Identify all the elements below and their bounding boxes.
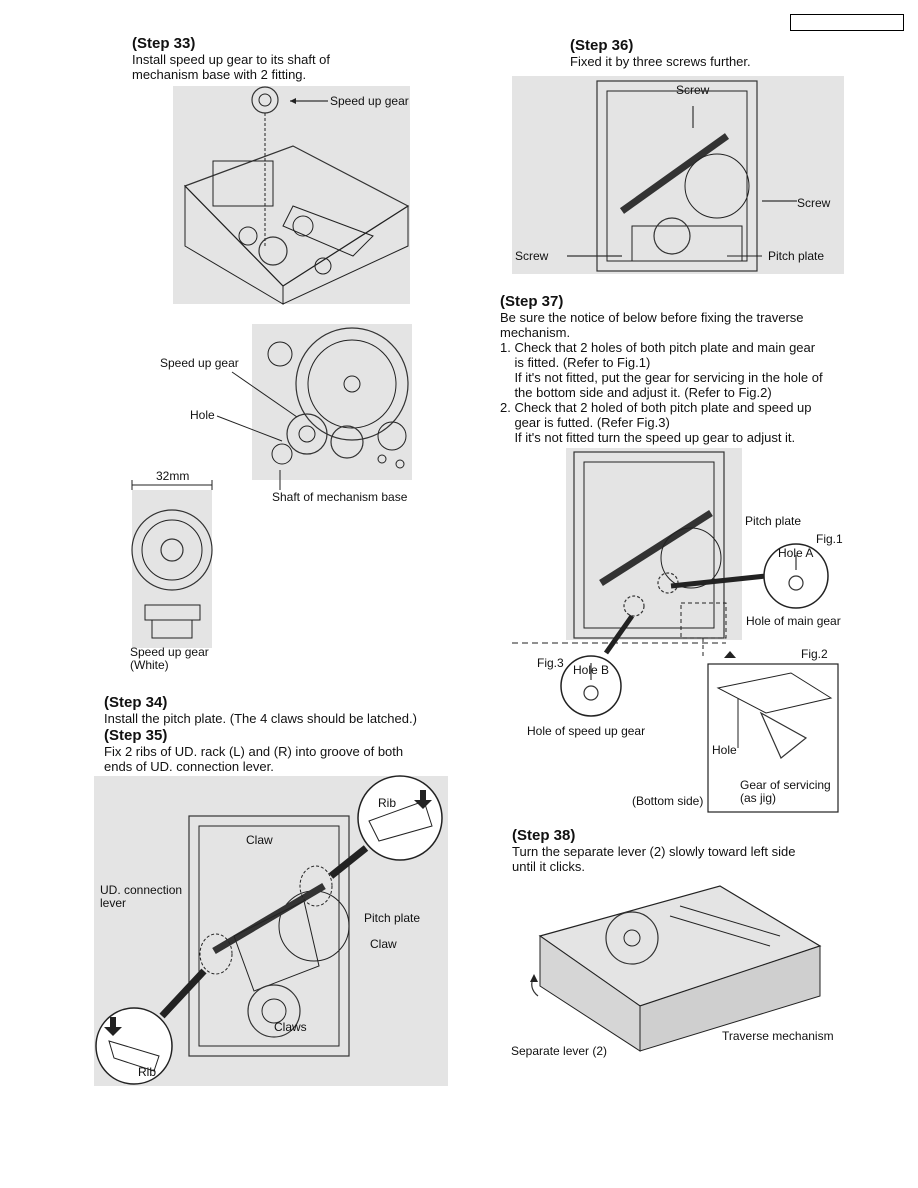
step38-line-1: Turn the separate lever (2) slowly towar…	[512, 844, 796, 859]
step33-line-1: Install speed up gear to its shaft of	[132, 52, 331, 67]
step37-line-9: If it's not fitted turn the speed up gea…	[500, 430, 796, 445]
step37-line-2: mechanism.	[500, 325, 571, 340]
screw-label-top: Screw	[676, 83, 710, 97]
step35-line-1: Fix 2 ribs of UD. rack (L) and (R) into …	[104, 744, 404, 759]
gear-of-servicing-label: Gear of servicing	[740, 778, 831, 792]
pitch-plate-label-36: Pitch plate	[768, 249, 825, 263]
step37-line-4: is fitted. (Refer to Fig.1)	[500, 355, 651, 370]
fig1-label: Fig.1	[816, 532, 843, 546]
claw-label-right: Claw	[370, 937, 397, 951]
bottom-side-label: (Bottom side)	[632, 794, 704, 808]
step35-title: (Step 35)	[104, 727, 168, 744]
step33-mechanism-drawing	[183, 86, 410, 305]
step34-text: Install the pitch plate. (The 4 claws sh…	[104, 711, 417, 726]
hole-of-main-gear-label: Hole of main gear	[746, 614, 841, 628]
rib-label-top: Rib	[378, 796, 397, 810]
claw-label-top: Claw	[246, 833, 273, 847]
step36-text: Fixed it by three screws further.	[570, 54, 751, 69]
dimension-32mm-label: 32mm	[156, 469, 190, 483]
step37-line-5: If it's not fitted, put the gear for ser…	[500, 370, 823, 385]
page-number-box	[790, 14, 904, 31]
shaft-of-mechanism-base-label: Shaft of mechanism base	[272, 490, 408, 504]
lever-label: lever	[100, 896, 127, 910]
hole-b-label: Hole B	[573, 663, 610, 677]
step37-title: (Step 37)	[500, 293, 564, 310]
step37-drawing	[512, 451, 839, 813]
step34-title: (Step 34)	[104, 694, 168, 711]
pitch-plate-label-35: Pitch plate	[364, 911, 421, 925]
speed-up-gear-white-drawing	[131, 480, 213, 648]
screw-label-left: Screw	[515, 249, 549, 263]
hole-label: Hole	[190, 408, 215, 422]
hole-a-label: Hole A	[778, 546, 814, 560]
separate-lever-label: Separate lever (2)	[511, 1044, 608, 1058]
step33-line-2: mechanism base with 2 fitting.	[132, 67, 307, 82]
traverse-mechanism-label: Traverse mechanism	[722, 1029, 834, 1043]
ud-connection-label: UD. connection	[100, 883, 183, 897]
speed-up-gear-label-mid: Speed up gear	[160, 356, 239, 370]
hole-label-fig2: Hole	[712, 743, 737, 757]
hole-of-speed-up-gear-label: Hole of speed up gear	[527, 724, 646, 738]
fig3-label: Fig.3	[537, 656, 564, 670]
speed-up-gear-mid-leader	[231, 371, 298, 418]
step37-line-8: gear is futted. (Refer Fig.3)	[500, 415, 670, 430]
step36-title: (Step 36)	[570, 37, 634, 54]
rib-label-bottom: Rib	[138, 1065, 157, 1079]
hole-leader	[216, 415, 283, 442]
step37-line-3: 1. Check that 2 holes of both pitch plat…	[500, 340, 816, 355]
shaft-leader	[279, 470, 281, 490]
claws-label: Claws	[274, 1020, 307, 1034]
speed-up-gear-label-top: Speed up gear	[330, 94, 409, 108]
step38-title: (Step 38)	[512, 827, 576, 844]
step38-line-2: until it clicks.	[512, 859, 585, 874]
step37-line-7: 2. Check that 2 holed of both pitch plat…	[500, 400, 812, 415]
gear-closeup-drawing	[267, 327, 409, 469]
step35-line-2: ends of UD. connection lever.	[104, 759, 274, 774]
gear-closeup-illustration	[252, 324, 412, 480]
step36-drawing	[567, 80, 797, 272]
as-jig-label: (as jig)	[740, 791, 777, 805]
step35-drawing	[95, 775, 443, 1085]
pitch-plate-label-37: Pitch plate	[745, 514, 802, 528]
white-label: (White)	[130, 658, 169, 672]
step38-traverse-drawing	[530, 885, 822, 1052]
step37-line-6: the bottom side and adjust it. (Refer to…	[500, 385, 772, 400]
screw-label-right: Screw	[797, 196, 831, 210]
speed-up-gear-white-label: Speed up gear	[130, 645, 209, 659]
step33-title: (Step 33)	[132, 35, 196, 52]
speed-up-gear-arrow	[290, 98, 328, 104]
step37-mechanism-illustration	[566, 448, 742, 640]
step37-line-1: Be sure the notice of below before fixin…	[500, 310, 804, 325]
fig2-label: Fig.2	[801, 647, 828, 661]
